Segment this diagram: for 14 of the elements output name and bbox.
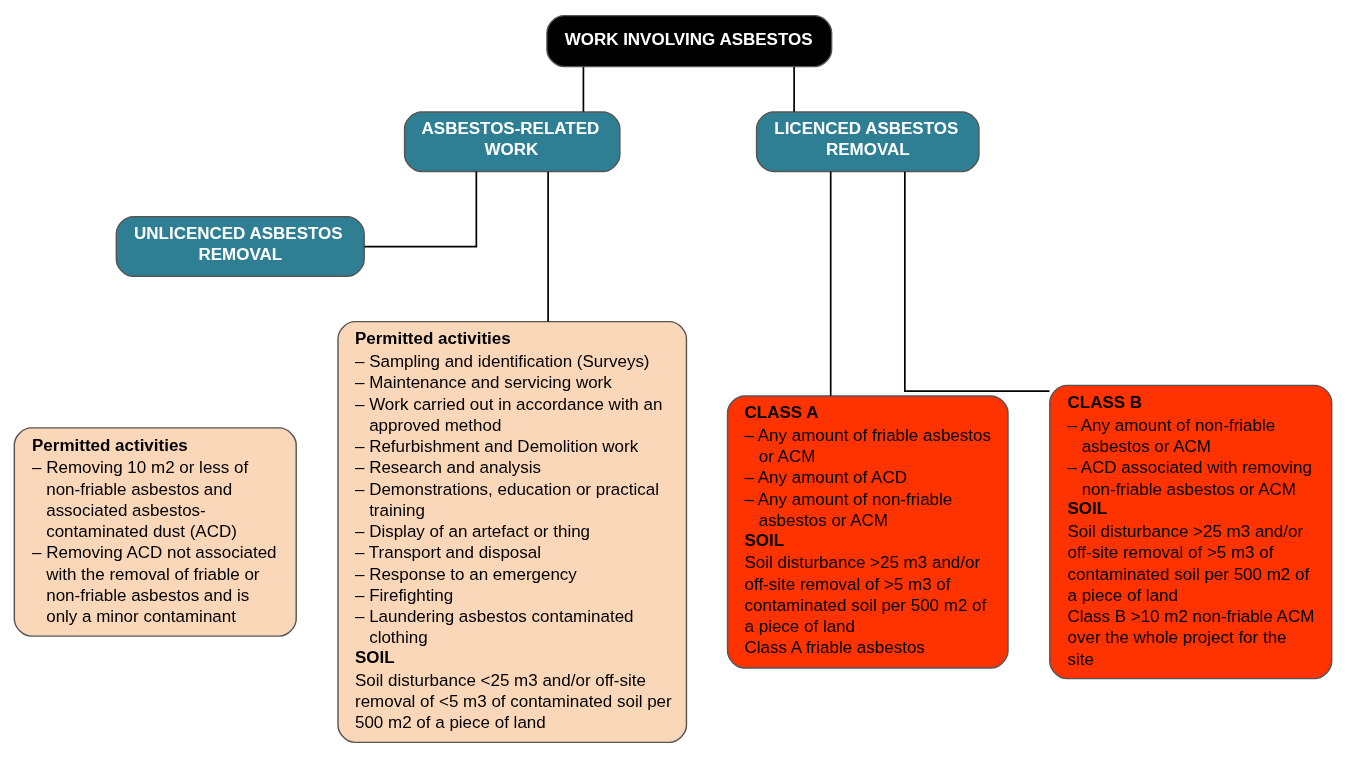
connector bbox=[904, 170, 1051, 392]
node-box: LICENCED ASBESTOS REMOVAL bbox=[755, 111, 980, 173]
node-box: UNLICENCED ASBESTOS REMOVAL bbox=[115, 216, 365, 277]
connector bbox=[363, 170, 478, 248]
node-box: ASBESTOS-RELATED WORK bbox=[403, 111, 621, 173]
connector bbox=[547, 170, 549, 323]
node-box: CLASS A – Any amount of friable asbestos or ACM – Any amount of ACD – Any amount of non-friable asbestos or ACM SOIL Soil disturbance >25 m3 and/or off-site removal of >5 m3 of contaminated soil per 500 m2 of a piece of land Class A friable asbestos bbox=[726, 395, 1009, 669]
node-box: Permitted activities – Removing 10 m2 or less of non-friable asbestos and associated asbestos-contaminated dust (ACD) – Removing ACD not associated with the removal of friable or non-friable asbestos and is only a minor contaminant bbox=[13, 427, 297, 637]
connector bbox=[582, 66, 585, 113]
node-box: WORK INVOLVING ASBESTOS bbox=[546, 14, 833, 68]
node-box: Permitted activities – Sampling and identification (Surveys) – Maintenance and servicing work – Work carried out in accordance with an approved method – Refurbishment and Demolition work – Research and analysis – Demonstrations, education or practical training – Display of an artefact or thing – Transport and disposal – Response to an emergency – Firefighting – Laundering asbestos contaminated clothing SOIL Soil disturbance <25 m3 and/or off-site removal of <5 m3 of contaminated soil per 500 m2 of a piece of land bbox=[337, 320, 688, 744]
node-box: CLASS B – Any amount of non-friable asbestos or ACM – ACD associated with removing non-friable asbestos or ACM SOIL Soil disturbance >25 m3 and/or off-site removal of >5 m3 of contaminated soil per 500 m2 of a piece of land Class B >10 m2 non-friable ACM over the whole project for the site bbox=[1049, 384, 1333, 680]
connector bbox=[793, 66, 795, 113]
connector bbox=[829, 170, 832, 397]
